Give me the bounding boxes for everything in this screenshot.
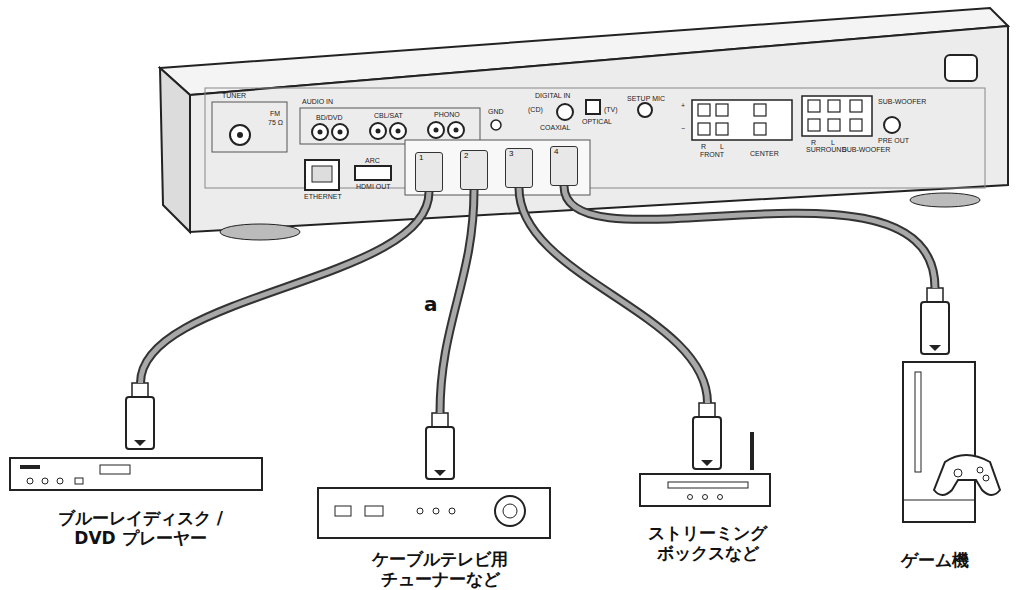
panel-label: TUNER <box>222 92 246 100</box>
panel-label: FRONT <box>700 151 724 159</box>
streaming-device: ストリーミング ボックスなど <box>620 403 795 563</box>
panel-label: PHONO <box>434 111 460 119</box>
panel-label: BD/DVD <box>316 114 342 122</box>
panel-label: (CD) <box>528 106 543 114</box>
hdmi-port: 1 <box>415 152 443 192</box>
panel-label: OPTICAL <box>582 118 612 126</box>
panel-label: DIGITAL IN <box>535 92 570 100</box>
hdmi-cable <box>141 192 430 383</box>
panel-label: L <box>831 139 835 147</box>
port-number: 1 <box>416 153 442 162</box>
callout-letter: a <box>424 292 438 316</box>
game-device: ゲーム機 <box>860 288 1010 570</box>
panel-label: SURROUND <box>806 146 846 154</box>
panel-label: AUDIO IN <box>302 98 333 106</box>
panel-label: COAXIAL <box>540 124 570 132</box>
panel-label: GND <box>488 108 504 116</box>
panel-label: R <box>811 139 816 147</box>
panel-label: SETUP MIC <box>627 95 665 103</box>
panel-label: HDMI OUT <box>356 183 391 191</box>
panel-label: L <box>720 143 724 151</box>
hdmi-port: 4 <box>550 146 578 186</box>
port-number: 3 <box>506 149 532 158</box>
panel-label: FM <box>270 110 280 118</box>
hdmi-port: 2 <box>460 150 488 190</box>
device-label: ケーブルテレビ用 チューナーなど <box>363 549 518 589</box>
port-number: 2 <box>461 151 487 160</box>
tuner-device: ケーブルテレビ用 チューナーなど <box>310 413 570 589</box>
panel-label: + <box>681 102 685 110</box>
panel-label: SUB-WOOFER <box>842 146 890 154</box>
device-label: ブルーレイディスク / DVD プレーヤー <box>48 508 233 548</box>
port-number: 4 <box>551 147 577 156</box>
panel-label: ARC <box>365 157 380 165</box>
receiver-panel: TUNER FM75 Ω AUDIO IN BD/DVD CBL/SAT PHONO GND… <box>190 75 990 225</box>
hdmi-port: 3 <box>505 148 533 188</box>
player-device: ブルーレイディスク / DVD プレーヤー <box>8 383 273 548</box>
device-label: ストリーミング ボックスなど <box>640 523 775 563</box>
panel-label: − <box>681 125 685 133</box>
panel-label: 75 Ω <box>268 119 283 127</box>
device-label: ゲーム機 <box>865 550 1005 570</box>
panel-label: (TV) <box>604 106 618 114</box>
hdmi-cable <box>564 186 935 288</box>
panel-label: R <box>701 143 706 151</box>
panel-label: ETHERNET <box>304 193 342 201</box>
panel-label: CBL/SAT <box>374 112 403 120</box>
panel-label: CENTER <box>750 150 779 158</box>
panel-label: PRE OUT <box>878 137 909 145</box>
panel-label: SUB-WOOFER <box>878 98 926 106</box>
hdmi-cable <box>440 190 474 413</box>
